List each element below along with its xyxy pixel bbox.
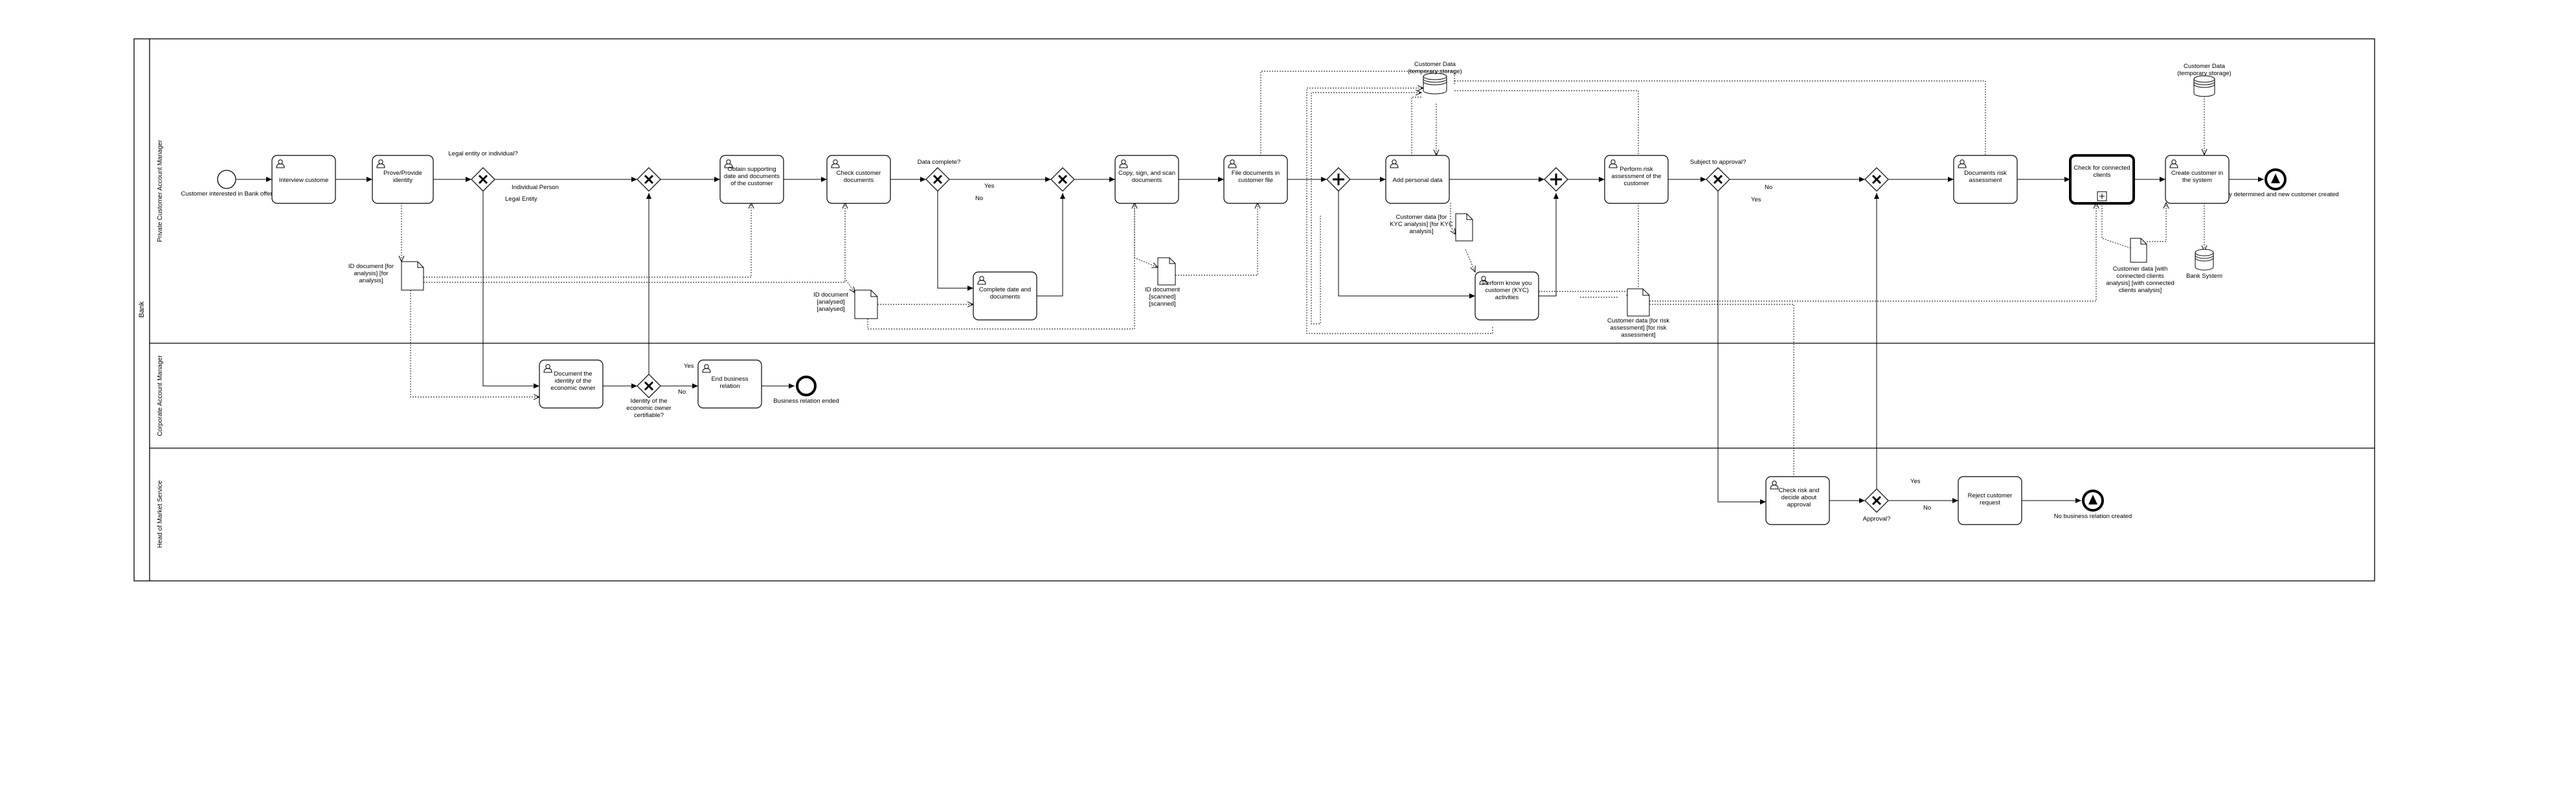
data-object-customer-kyc	[1455, 213, 1473, 242]
data-store-bank-system	[2195, 249, 2214, 271]
gateway-approval	[1864, 488, 1889, 513]
end-event-business-ended	[796, 376, 817, 396]
data-object-id-analysed-label: ID document [analysed] [analysed]	[813, 291, 848, 313]
lane-label-pcam: Private Customer Account Manager	[157, 139, 164, 242]
end-event-no-relation-label: No business relation created	[2054, 513, 2132, 520]
flow-label-yes-subject: Yes	[1751, 196, 1761, 203]
flow-label-no-owner: No	[678, 389, 686, 396]
flow-label-yes-owner: Yes	[684, 363, 694, 370]
task-copy-sign-scan: Copy, sign, and scan documents	[1114, 155, 1179, 204]
task-documents-risk-assessment: Documents risk assessment	[1953, 155, 2018, 204]
svg-text:Add personal data: Add personal data	[1392, 177, 1443, 184]
task-kyc-activities: Perform know you customer (KYC) activiti…	[1474, 271, 1539, 321]
data-store-temp-2	[2193, 75, 2215, 97]
data-object-customer-connected-label: Customer data [with connected clients an…	[2106, 266, 2175, 294]
gateway-subject-approval-label: Subject to approval?	[1690, 159, 1746, 166]
gateway-merge-1	[637, 167, 661, 192]
data-associations	[401, 71, 2204, 489]
gateway-parallel-join	[1544, 167, 1568, 192]
task-check-connected-clients: Check for connected clients	[2069, 154, 2135, 205]
end-event-business-ended-label: Business relation ended	[773, 398, 839, 405]
data-store-bank-system-label: Bank System	[2186, 273, 2222, 280]
start-event	[217, 170, 236, 189]
gateway-approval-label: Approval?	[1863, 515, 1891, 523]
gateway-parallel-split	[1326, 167, 1351, 192]
task-check-risk-approval: Check risk and decide about approval	[1765, 476, 1830, 525]
task-reject-customer-request: Reject customer request	[1958, 476, 2022, 525]
data-object-id-scanned	[1157, 257, 1176, 286]
pool-frame	[133, 38, 2375, 582]
task-file-documents: File documents in customer file	[1223, 155, 1288, 204]
gateway-merge-2	[1050, 167, 1075, 192]
flow-label-no-approval: No	[1923, 504, 1931, 512]
flow-label-no-data: No	[975, 195, 983, 202]
end-event-identity	[2265, 168, 2287, 190]
task-perform-risk-assessment: Perform risk assessment of the customer	[1604, 155, 1669, 204]
data-object-customer-risk	[1627, 288, 1650, 317]
flow-label-yes-data: Yes	[984, 183, 995, 190]
flow-label-individual: Individual Person	[512, 184, 559, 191]
gateway-data-complete	[925, 167, 950, 192]
data-object-id-scanned-label: ID document [scanned] [scanned]	[1145, 286, 1180, 308]
svg-text:Interview custome: Interview custome	[279, 177, 329, 184]
task-interview-customer: Interview custome	[271, 155, 336, 204]
flow-label-no-subject: No	[1765, 184, 1772, 191]
gateway-owner-certifiable	[637, 374, 661, 398]
data-store-temp-1	[1423, 73, 1447, 95]
task-prove-identity: Prove/Provide identity	[372, 155, 434, 204]
flow-label-legal: Legal Entity	[505, 196, 537, 203]
data-object-customer-kyc-label: Customer data [for KYC analysis] [for KY…	[1390, 214, 1453, 235]
gateway-subject-approval	[1706, 167, 1730, 192]
gateway-merge-3	[1864, 167, 1889, 192]
lane-label-ccam: Corporate Account Manager	[157, 355, 164, 436]
data-store-temp-2-label: Customer Data (temporary storage)	[2177, 63, 2231, 77]
gateway-owner-certifiable-label: Identity of the economic owner certifiab…	[626, 398, 671, 419]
data-object-customer-connected	[2130, 238, 2147, 263]
task-obtain-supporting-data: Obtain supporting date and documents of …	[719, 155, 784, 204]
gateway-data-complete-label: Data complete?	[918, 159, 961, 166]
lane-label-hms: Head of Market Service	[157, 480, 164, 548]
task-add-personal-data: Add personal data	[1385, 155, 1450, 204]
start-event-label: Customer interested in Bank offer	[181, 190, 272, 198]
end-event-identity-label: Identity determined and new customer cre…	[2212, 191, 2338, 198]
data-object-customer-risk-label: Customer data [for risk assessment] [for…	[1607, 317, 1669, 339]
sequence-flows	[236, 177, 2264, 504]
task-complete-data: Complete date and documents	[973, 271, 1037, 321]
task-end-business-relation: End business relation	[697, 359, 762, 409]
task-create-customer: Create customer in the system	[2165, 155, 2230, 204]
end-event-no-relation	[2082, 490, 2104, 512]
data-object-id-analysed	[854, 289, 878, 319]
data-object-id-document-label: ID document [for analysis] [for analysis…	[348, 263, 394, 284]
task-document-economic-owner: Document the identity of the economic ow…	[539, 359, 604, 409]
data-object-id-document	[401, 261, 424, 291]
gateway-legal-entity	[471, 167, 495, 192]
task-check-customer-documents: Check customer documents	[826, 155, 891, 204]
pool-label: Bank	[138, 301, 146, 318]
gateway-legal-entity-label: Legal entity or individual?	[448, 150, 517, 157]
flow-label-yes-approval: Yes	[1910, 478, 1921, 485]
data-store-temp-1-label: Customer Data (temporary storage)	[1408, 61, 1462, 75]
